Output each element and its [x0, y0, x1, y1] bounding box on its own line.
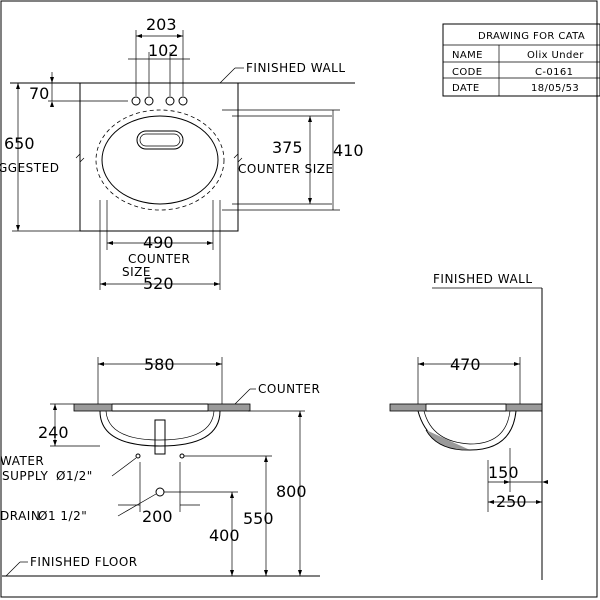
title-block-header: DRAWING FOR CATA	[478, 31, 585, 42]
counter-size-below-line1: COUNTER	[128, 252, 190, 266]
dim-203: 203	[146, 15, 177, 34]
counter-size-below-line2: SIZE	[122, 265, 151, 279]
side-view: FINISHED WALL 470 150 250	[389, 272, 548, 580]
dim-240: 240	[38, 423, 69, 442]
water-supply-label-line1: WATER	[0, 454, 44, 468]
drain-size: Ø1 1/2"	[38, 509, 87, 523]
title-row-date-value: 18/05/53	[531, 83, 579, 94]
dim-470: 470	[450, 355, 481, 374]
dim-250: 250	[496, 492, 527, 511]
counter-label: COUNTER	[258, 382, 320, 396]
front-view: 580 COUNTER 240 WATER SUPPLY Ø1/2" DRAIN…	[0, 355, 320, 577]
dim-375: 375	[272, 138, 303, 157]
drain-label: DRAIN	[0, 509, 40, 523]
dim-102: 102	[148, 41, 179, 60]
dim-650: 650	[4, 134, 35, 153]
title-row-name-label: NAME	[452, 50, 483, 61]
plan-view: 203 102 70 650 GGESTED 375 COUNTER SIZE …	[0, 15, 364, 293]
dim-580: 580	[144, 355, 175, 374]
dim-70: 70	[29, 84, 49, 103]
title-row-code-label: CODE	[452, 67, 482, 78]
dim-150: 150	[488, 463, 519, 482]
finished-floor-label: FINISHED FLOOR	[30, 555, 138, 569]
title-block: DRAWING FOR CATA NAME Olix Under CODE C-…	[442, 23, 600, 97]
title-row-code-value: C-0161	[535, 67, 573, 78]
title-row-date-label: DATE	[452, 83, 480, 94]
dim-400: 400	[209, 526, 240, 545]
dim-200: 200	[142, 507, 173, 526]
water-supply-label-line2: SUPPLY	[2, 469, 48, 483]
dim-410: 410	[333, 141, 364, 160]
dim-550: 550	[243, 509, 274, 528]
plan-finished-wall-label: FINISHED WALL	[246, 61, 346, 75]
title-row-name-value: Olix Under	[527, 50, 584, 61]
dim-520: 520	[143, 274, 174, 293]
water-supply-size: Ø1/2"	[56, 469, 93, 483]
dim-800: 800	[276, 482, 307, 501]
suggested-label: GGESTED	[0, 161, 59, 175]
dim-490: 490	[143, 233, 174, 252]
side-finished-wall-label: FINISHED WALL	[433, 272, 533, 286]
counter-size-right: COUNTER SIZE	[238, 162, 334, 176]
